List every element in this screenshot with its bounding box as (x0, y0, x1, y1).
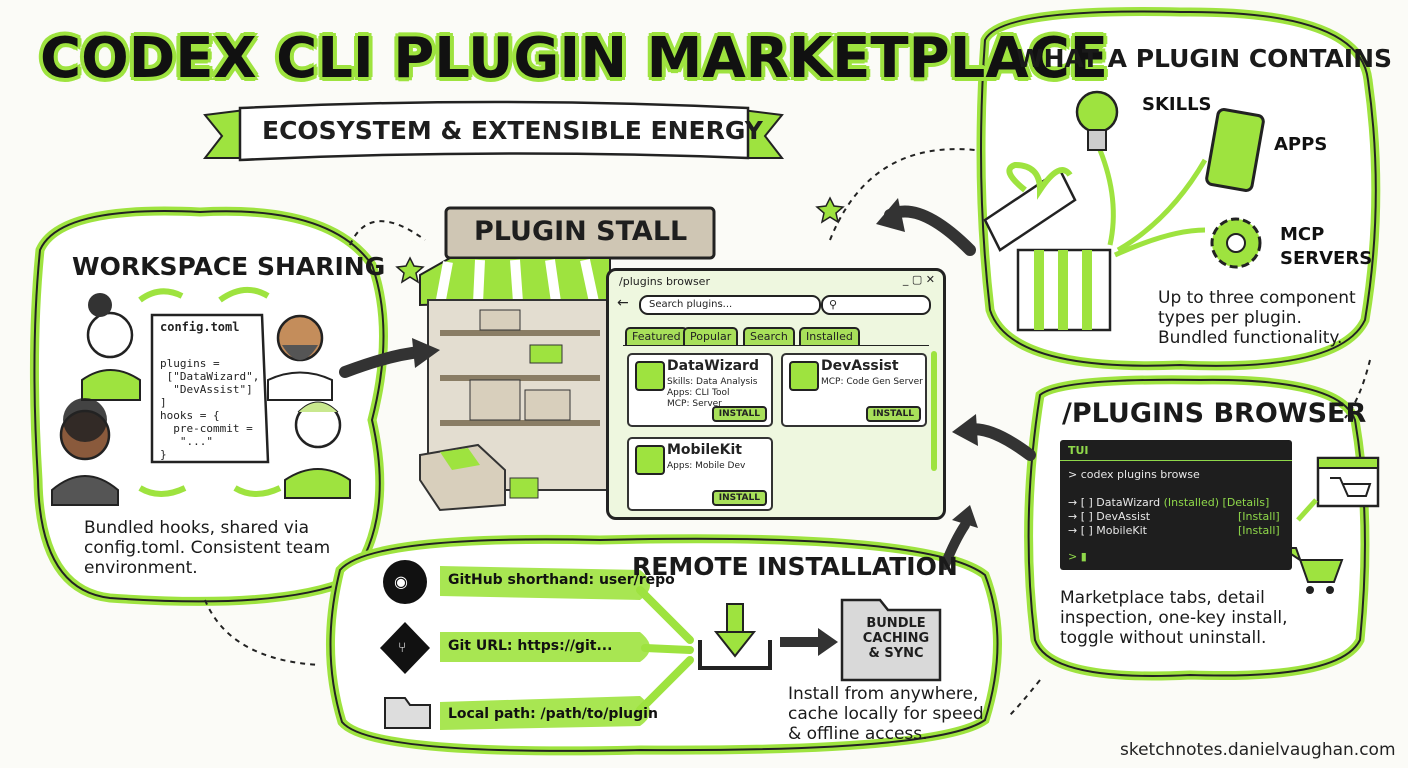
caption-line: & offline access. (788, 724, 928, 744)
install-button[interactable]: INSTALL (865, 406, 921, 422)
code-line: pre-commit = (160, 422, 253, 435)
plugin-detail: Apps: Mobile Dev (667, 461, 746, 471)
plugins-browser-caption: Marketplace tabs, detail inspection, one… (1060, 588, 1288, 648)
plugin-card-mobilekit[interactable]: MobileKit Apps: Mobile Dev INSTALL (627, 437, 773, 511)
tab-featured[interactable]: Featured (625, 327, 688, 345)
window-title: /plugins browser (619, 275, 710, 288)
code-line: ] (160, 396, 167, 409)
bundle-line: CACHING (862, 631, 930, 646)
caption-line: cache locally for speed (788, 704, 984, 724)
caption-line: types per plugin. (1158, 308, 1302, 328)
window-controls[interactable]: _ ▢ ✕ (902, 273, 935, 286)
install-action[interactable]: [Install] (1238, 524, 1280, 537)
github-icon: ◉ (394, 572, 408, 591)
plugin-card-devassist[interactable]: DevAssist MCP: Code Gen Server INSTALL (781, 353, 927, 427)
code-line: plugins = (160, 357, 220, 370)
workspace-caption: Bundled hooks, shared via config.toml. C… (84, 518, 330, 578)
row-label: → [ ] DataWizard (1068, 496, 1161, 509)
apps-label: APPS (1274, 134, 1328, 155)
servers-label: SERVERS (1280, 248, 1373, 269)
caption-line: Install from anywhere, (788, 684, 979, 704)
git-icon: ⑂ (398, 640, 407, 656)
code-line: "DevAssist"] (160, 383, 253, 396)
caption-line: environment. (84, 558, 198, 578)
bundle-caching-label: BUNDLE CACHING & SYNC (852, 616, 940, 661)
terminal-label: TUI (1068, 444, 1089, 457)
source-git-url: Git URL: https://git... (448, 638, 613, 654)
scrollbar[interactable] (931, 351, 937, 471)
terminal-row[interactable]: → [ ] MobileKit (1068, 524, 1147, 537)
skills-label: SKILLS (1142, 94, 1212, 115)
search-input[interactable]: Search plugins... (639, 295, 821, 315)
lightbulb-icon (635, 361, 665, 391)
remote-title: REMOTE INSTALLATION (632, 552, 958, 581)
plugin-name: MobileKit (667, 442, 743, 458)
terminal-row[interactable]: → [ ] DevAssist (1068, 510, 1150, 523)
caption-line: Marketplace tabs, detail (1060, 588, 1265, 608)
bundle-line: & SYNC (868, 646, 924, 661)
gear-icon (789, 361, 819, 391)
remote-caption: Install from anywhere, cache locally for… (788, 684, 984, 744)
contains-caption: Up to three component types per plugin. … (1158, 288, 1356, 348)
source-github: GitHub shorthand: user/repo (448, 572, 675, 588)
caption-line: inspection, one-key install, (1060, 608, 1288, 628)
code-line: ["DataWizard", (160, 370, 260, 383)
workspace-title: WORKSPACE SHARING (72, 252, 386, 281)
terminal-window: TUI > codex plugins browse → [ ] DataWiz… (1060, 440, 1292, 570)
install-button[interactable]: INSTALL (711, 490, 767, 506)
credit-text: sketchnotes.danielvaughan.com (1120, 740, 1396, 760)
caption-line: Bundled hooks, shared via (84, 518, 309, 538)
subtitle-banner: ECOSYSTEM & EXTENSIBLE ENERGY (262, 116, 763, 145)
code-line: hooks = { (160, 409, 220, 422)
config-file-name: config.toml (160, 320, 240, 334)
caption-line: Bundled functionality. (1158, 328, 1343, 348)
source-local-path: Local path: /path/to/plugin (448, 706, 658, 722)
plugin-detail: Skills: Data Analysis (667, 377, 758, 387)
terminal-row[interactable]: → [ ] DataWizard (Installed) [Details] (1068, 496, 1269, 509)
page-title: CODEX CLI PLUGIN MARKETPLACE (40, 26, 1109, 91)
install-button[interactable]: INSTALL (711, 406, 767, 422)
plugin-name: DevAssist (821, 358, 899, 374)
prompt-symbol: > (1068, 550, 1078, 563)
config-code: plugins = ["DataWizard", "DevAssist"]]ho… (160, 344, 259, 474)
bundle-line: BUNDLE (866, 616, 926, 631)
plugin-detail: MCP: Code Gen Server (821, 377, 923, 387)
install-action[interactable]: [Install] (1238, 510, 1280, 523)
caption-line: config.toml. Consistent team (84, 538, 331, 558)
back-arrow-icon[interactable]: ← (617, 295, 629, 311)
stall-sign: PLUGIN STALL (474, 216, 688, 247)
code-line: } (160, 448, 167, 461)
plugins-browser-window: /plugins browser _ ▢ ✕ ← Search plugins.… (606, 268, 946, 520)
code-line: "..." (160, 435, 213, 448)
plugin-card-datawizard[interactable]: DataWizard Skills: Data Analysis Apps: C… (627, 353, 773, 427)
details-action[interactable]: [Details] (1222, 496, 1270, 509)
row-status: (Installed) (1163, 496, 1220, 509)
tab-installed[interactable]: Installed (799, 327, 860, 345)
caption-line: toggle without uninstall. (1060, 628, 1267, 648)
row-label: → [ ] DevAssist (1068, 510, 1151, 523)
plugin-detail: Apps: CLI Tool (667, 388, 730, 398)
tab-popular[interactable]: Popular (683, 327, 739, 345)
plugin-detail: MCP: Server (667, 399, 722, 409)
phone-icon (635, 445, 665, 475)
mcp-label: MCP (1280, 224, 1325, 245)
caption-line: Up to three component (1158, 288, 1356, 308)
plugins-browser-title: /PLUGINS BROWSER (1062, 398, 1367, 429)
terminal-prompt[interactable]: > ▮ (1068, 550, 1087, 563)
search-icon[interactable]: ⚲ (821, 295, 931, 315)
contains-title: WHAT A PLUGIN CONTAINS (1016, 44, 1393, 73)
tab-search[interactable]: Search (743, 327, 795, 345)
terminal-command: > codex plugins browse (1068, 468, 1200, 481)
plugin-name: DataWizard (667, 358, 759, 374)
row-label: → [ ] MobileKit (1068, 524, 1147, 537)
